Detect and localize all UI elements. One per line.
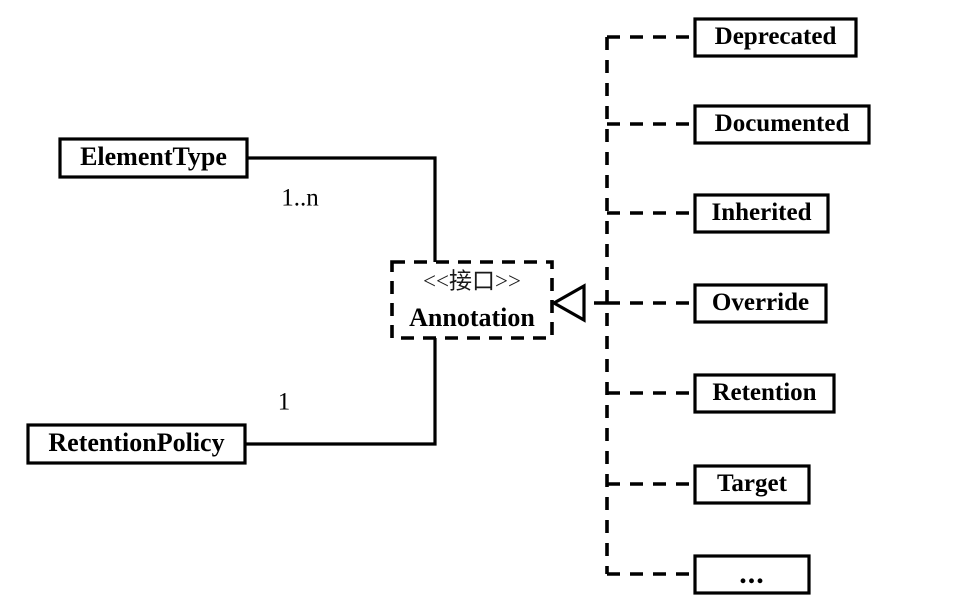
realization-arrowhead-triangle: [550, 283, 586, 323]
association-line-retentionpolicy: [245, 338, 437, 446]
class-box-elementtype-label: ElementType: [80, 142, 227, 171]
interface-box-annotation[interactable]: <<接口>> Annotation: [390, 260, 554, 340]
class-box-deprecated-rect: [693, 17, 858, 58]
class-box-more-label: ...: [739, 557, 765, 590]
class-box-documented[interactable]: Documented: [693, 104, 871, 145]
class-box-deprecated[interactable]: Deprecated: [693, 17, 858, 58]
interface-name-label: Annotation: [409, 303, 535, 332]
class-box-more[interactable]: ...: [693, 554, 811, 595]
class-box-override-rect: [693, 283, 828, 324]
class-box-deprecated-label: Deprecated: [715, 23, 837, 50]
class-box-retention-rect: [693, 373, 836, 414]
interface-stereotype-label: <<接口>>: [423, 268, 521, 293]
class-box-retentionpolicy-label: RetentionPolicy: [48, 428, 224, 457]
interface-box-annotation-rect: [390, 260, 554, 340]
class-box-retentionpolicy[interactable]: RetentionPolicy: [26, 423, 247, 465]
class-box-more-rect: [693, 554, 811, 595]
class-box-override-label: Override: [712, 289, 809, 316]
class-box-documented-rect: [693, 104, 871, 145]
class-box-target[interactable]: Target: [693, 464, 811, 505]
class-box-retention[interactable]: Retention: [693, 373, 836, 414]
class-box-elementtype-rect: [58, 137, 249, 179]
multiplicity-label-elementtype: 1..n: [281, 185, 319, 212]
class-box-inherited-label: Inherited: [712, 199, 812, 226]
class-box-target-label: Target: [717, 470, 788, 497]
class-box-elementtype[interactable]: ElementType: [58, 137, 249, 179]
class-box-override[interactable]: Override: [693, 283, 828, 324]
class-box-retention-label: Retention: [712, 379, 816, 406]
multiplicity-label-retentionpolicy: 1: [278, 389, 291, 416]
class-box-inherited[interactable]: Inherited: [693, 193, 830, 234]
class-box-retentionpolicy-rect: [26, 423, 247, 465]
class-box-inherited-rect: [693, 193, 830, 234]
association-line-elementtype: [247, 156, 437, 262]
class-box-documented-label: Documented: [715, 110, 850, 137]
class-box-target-rect: [693, 464, 811, 505]
